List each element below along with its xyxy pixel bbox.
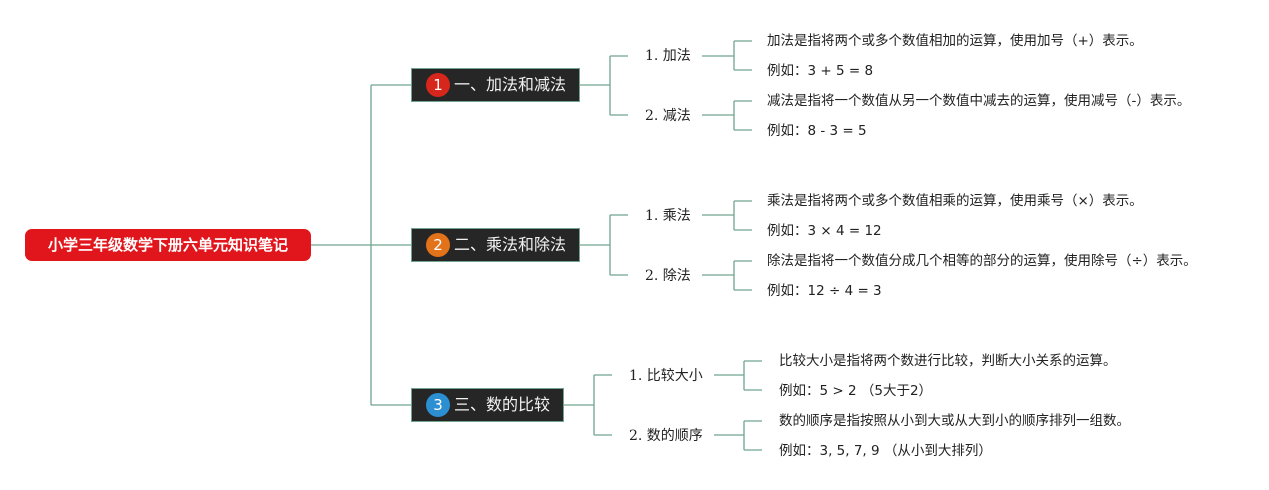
detail-2-1-example[interactable]: 例如：3 × 4 = 12 [767, 223, 882, 239]
detail-1-1-example[interactable]: 例如：3 + 5 = 8 [767, 63, 874, 79]
connector-branch-3 [564, 374, 612, 436]
connector-sub-3-2 [714, 420, 762, 451]
connector-sub-2-2 [702, 260, 752, 291]
detail-2-1-definition[interactable]: 乘法是指将两个或多个数值相乘的运算，使用乘号（×）表示。 [767, 193, 1143, 209]
subtopic-1-1[interactable]: 1. 加法 [645, 48, 691, 64]
branch-topic-2[interactable]: 2 二、乘法和除法 [411, 228, 580, 262]
branch-label: 二、乘法和除法 [454, 235, 567, 254]
branch-topic-3[interactable]: 3 三、数的比较 [411, 388, 564, 422]
root-topic[interactable]: 小学三年级数学下册六单元知识笔记 [25, 229, 311, 261]
connector-branch-2 [580, 214, 628, 276]
detail-1-1-definition[interactable]: 加法是指将两个或多个数值相加的运算，使用加号（+）表示。 [767, 33, 1143, 49]
connector-root-trunk [311, 84, 411, 406]
detail-3-2-example[interactable]: 例如：3, 5, 7, 9 （从小到大排列） [779, 443, 992, 459]
branch-label: 一、加法和减法 [454, 75, 567, 94]
detail-3-1-definition[interactable]: 比较大小是指将两个数进行比较，判断大小关系的运算。 [779, 353, 1117, 369]
branch-label: 三、数的比较 [454, 395, 551, 414]
detail-1-2-example[interactable]: 例如：8 - 3 = 5 [767, 123, 867, 139]
subtopic-2-2[interactable]: 2. 除法 [645, 268, 691, 284]
detail-3-2-definition[interactable]: 数的顺序是指按照从小到大或从大到小的顺序排列一组数。 [779, 413, 1130, 429]
number-badge-icon: 2 [426, 233, 450, 257]
subtopic-2-1[interactable]: 1. 乘法 [645, 208, 691, 224]
subtopic-3-2[interactable]: 2. 数的顺序 [629, 428, 703, 444]
detail-1-2-definition[interactable]: 减法是指将一个数值从另一个数值中减去的运算，使用减号（-）表示。 [767, 93, 1191, 109]
connector-sub-1-1 [702, 40, 752, 71]
number-badge-icon: 3 [426, 393, 450, 417]
branch-topic-1[interactable]: 1 一、加法和减法 [411, 68, 580, 102]
detail-2-2-example[interactable]: 例如：12 ÷ 4 = 3 [767, 283, 882, 299]
detail-3-1-example[interactable]: 例如：5 > 2 （5大于2） [779, 383, 933, 399]
number-badge-icon: 1 [426, 73, 450, 97]
detail-2-2-definition[interactable]: 除法是指将一个数值分成几个相等的部分的运算，使用除号（÷）表示。 [767, 253, 1197, 269]
connector-sub-3-1 [714, 360, 762, 391]
connector-branch-1 [580, 55, 628, 116]
subtopic-3-1[interactable]: 1. 比较大小 [629, 368, 703, 384]
connector-sub-1-2 [702, 100, 752, 131]
subtopic-1-2[interactable]: 2. 减法 [645, 108, 691, 124]
connector-sub-2-1 [702, 200, 752, 231]
